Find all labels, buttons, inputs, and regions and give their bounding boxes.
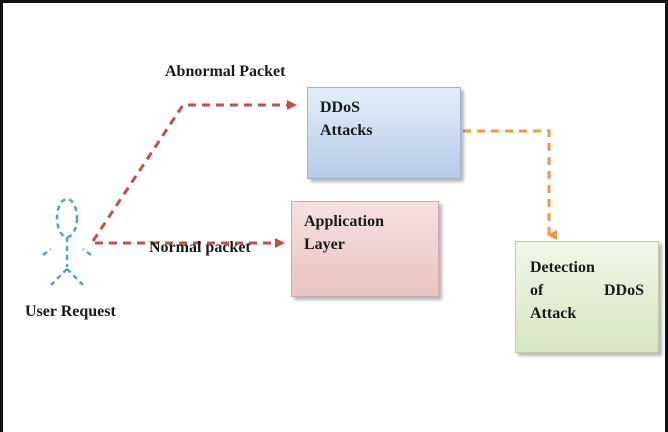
- arrows-layer: [42, 100, 557, 286]
- abnormal-packet-arrow: [91, 100, 297, 242]
- application-layer-box: Application Layer: [291, 201, 439, 297]
- abnormal-packet-label: Abnormal Packet: [165, 63, 286, 80]
- detect-box-line3: Attack: [530, 305, 577, 323]
- ddos-box-line1: DDoS: [320, 99, 361, 116]
- app-box-line2: Layer: [304, 236, 345, 254]
- detect-box-line1: Detection: [530, 259, 595, 276]
- user-request-label: User Request: [25, 303, 116, 320]
- person-outline-icon: [42, 197, 92, 286]
- ddos-to-detection-arrow: [463, 129, 557, 240]
- app-box-line1: Application: [304, 213, 385, 230]
- detection-box: Detection of DDoS Attack: [515, 241, 659, 353]
- detect-box-ddos: DDoS: [603, 282, 644, 300]
- ddos-box-line2: Attacks: [320, 122, 373, 140]
- detect-box-of: of: [530, 282, 544, 300]
- ddos-attacks-box: DDoS Attacks: [307, 87, 461, 179]
- normal-packet-label: Normal packet: [149, 239, 251, 256]
- detect-box-line2: of DDoS: [530, 279, 644, 302]
